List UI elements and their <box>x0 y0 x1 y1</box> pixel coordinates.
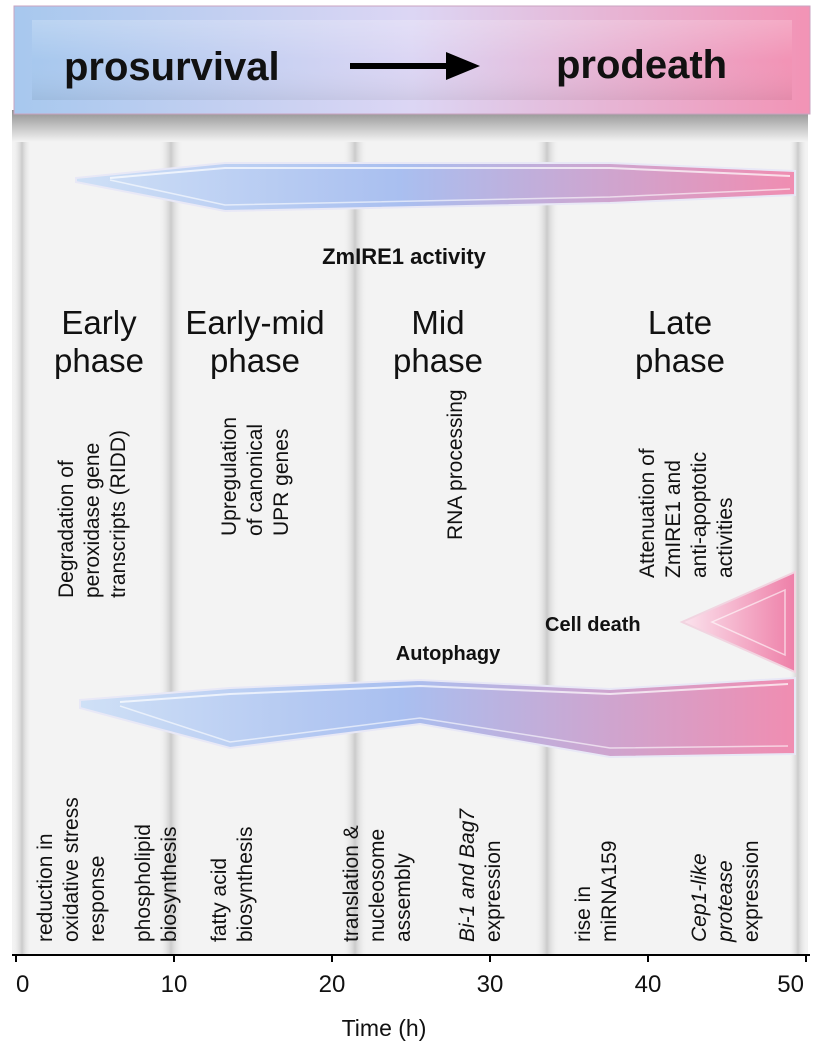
event-line: UPR genes <box>270 429 293 536</box>
timeline-panel <box>12 120 808 955</box>
phase-title: Early <box>61 304 137 341</box>
axis-ticks: 0 10 20 30 40 50 <box>15 955 807 998</box>
event-line: ZmIRE1 and <box>662 460 685 578</box>
event-line: RNA processing <box>444 389 467 540</box>
autophagy-band <box>79 676 796 759</box>
phase-subtitle: phase <box>393 342 483 379</box>
process-line: biosynthesis <box>158 826 181 942</box>
column-shade <box>534 120 560 955</box>
axis-tick-label: 20 <box>319 971 346 998</box>
process-line: assembly <box>392 853 415 942</box>
process-mirna159: rise in miRNA159 <box>572 840 621 942</box>
phase-title: Mid <box>411 304 464 341</box>
process-line: rise in <box>572 886 595 942</box>
event-upr-upregulation: Upregulation of canonical UPR genes <box>218 417 293 536</box>
event-ridd: Degradation of peroxidase gene transcrip… <box>55 430 130 598</box>
process-line: expression <box>482 840 505 942</box>
banner-shadow <box>12 110 808 142</box>
cell-death-wedge <box>679 570 796 674</box>
axis-tick-label: 10 <box>161 971 188 998</box>
phase-late: Late phase <box>635 304 725 379</box>
progression-arrow-icon <box>350 52 480 80</box>
phase-subtitle: phase <box>54 342 144 379</box>
phase-title: Early-mid <box>185 304 324 341</box>
event-rna-processing: RNA processing <box>444 389 467 540</box>
event-line: of canonical <box>244 424 267 536</box>
event-line: Degradation of <box>55 460 78 598</box>
process-cep1-protease: Cep1-like protease expression <box>688 840 763 943</box>
process-line: response <box>86 856 109 942</box>
process-line: miRNA159 <box>598 840 621 942</box>
axis-tick-label: 30 <box>477 971 504 998</box>
process-fatty-acid: fatty acid biosynthesis <box>208 826 257 942</box>
phase-early: Early phase <box>54 304 144 379</box>
process-line: biosynthesis <box>234 826 257 942</box>
prosurvival-label: prosurvival <box>64 45 280 89</box>
column-shade <box>12 120 32 955</box>
process-oxidative-stress: reduction in oxidative stress response <box>34 797 109 942</box>
process-line: fatty acid <box>208 858 231 942</box>
axis-tick-label: 0 <box>16 971 29 998</box>
process-bi1-bag7: Bi-1 and Bag7 expression <box>456 808 505 942</box>
process-translation: translation & nucleosome assembly <box>340 825 415 942</box>
event-line: activities <box>714 497 737 578</box>
prodeath-label: prodeath <box>556 43 727 87</box>
phase-title: Late <box>648 304 712 341</box>
prosurvival-prodeath-banner: prosurvival prodeath <box>13 5 811 115</box>
process-line: translation & <box>340 825 363 942</box>
process-line: phospholipid <box>132 824 155 942</box>
phase-subtitle: phase <box>210 342 300 379</box>
process-line: expression <box>740 840 763 942</box>
event-line: anti-apoptotic <box>688 452 711 578</box>
column-shade <box>342 120 368 955</box>
phase-mid: Mid phase <box>393 304 483 379</box>
cell-death-label: Cell death <box>545 614 641 636</box>
axis-tick-label: 40 <box>635 971 662 998</box>
process-line: Bi-1 and Bag7 <box>456 808 479 942</box>
event-line: Upregulation <box>218 417 241 536</box>
process-phospholipid: phospholipid biosynthesis <box>132 824 181 942</box>
phase-subtitle: phase <box>635 342 725 379</box>
phase-early-mid: Early-mid phase <box>185 304 324 379</box>
event-attenuation: Attenuation of ZmIRE1 and anti-apoptotic… <box>636 448 737 578</box>
zmire1-activity-label: ZmIRE1 activity <box>322 244 487 269</box>
process-line: Cep1-like <box>688 853 711 942</box>
axis-label: Time (h) <box>342 1015 427 1041</box>
column-shade <box>788 120 808 955</box>
process-line: nucleosome <box>366 829 389 942</box>
zmire1-activity-band <box>75 162 796 213</box>
axis-tick-label: 50 <box>777 971 804 998</box>
column-shade <box>158 120 184 955</box>
process-line: oxidative stress <box>60 797 83 942</box>
event-line: peroxidase gene <box>81 443 104 598</box>
process-line: protease <box>714 860 737 943</box>
time-axis: 0 10 20 30 40 50 Time (h) <box>12 954 810 1041</box>
event-line: transcripts (RIDD) <box>107 430 130 598</box>
event-line: Attenuation of <box>636 448 659 578</box>
autophagy-label: Autophagy <box>396 643 501 665</box>
process-line: reduction in <box>34 833 57 942</box>
